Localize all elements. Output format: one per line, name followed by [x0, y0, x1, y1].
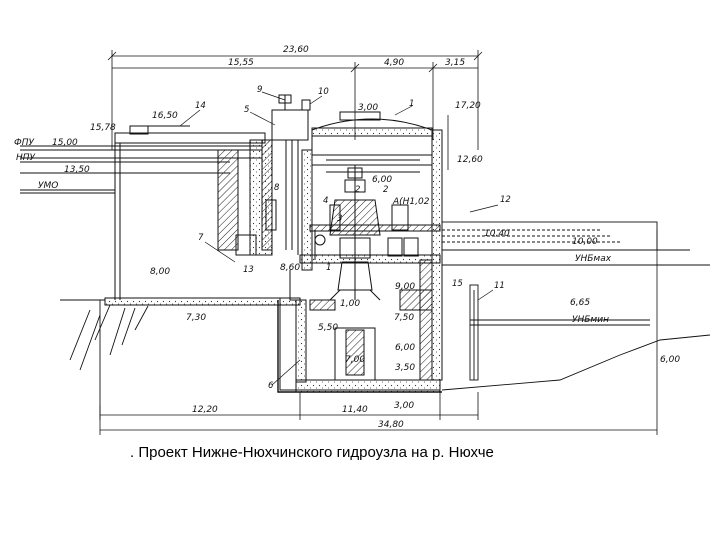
foundation-left — [104, 297, 442, 393]
callout-leaders — [179, 91, 499, 386]
level-13-50: 13,50 — [64, 165, 90, 175]
level-3-50: 3,50 — [395, 363, 415, 373]
callout-2: 2 — [383, 185, 388, 195]
callout-3: 3 — [337, 214, 342, 224]
level-abs-label: А(Н1,02 — [392, 197, 430, 207]
dim-total-width: 23,60 — [283, 45, 309, 55]
level-1-00: 1,00 — [340, 299, 360, 309]
level-8-00: 8,00 — [150, 267, 170, 277]
callout-1-top: 1 — [409, 99, 414, 109]
level-6-00-right: 6,00 — [660, 355, 680, 365]
level-label-npu: НПУ — [16, 153, 36, 163]
level-label-fpu: ФПУ — [14, 138, 35, 148]
level-5-50: 5,50 — [318, 323, 338, 333]
level-17-20: 17,20 — [455, 101, 481, 111]
dim-hall-width: 6,00 — [372, 175, 392, 185]
callout-10: 10 — [318, 87, 329, 97]
level-16-50: 16,50 — [152, 111, 178, 121]
callout-15: 15 — [452, 279, 463, 289]
level-9-00: 9,00 — [395, 282, 415, 292]
callout-2-inner: 2 — [355, 185, 360, 195]
level-7-50: 7,50 — [394, 313, 414, 323]
callout-6: 6 — [268, 381, 274, 391]
dim-bottom-right: 3,00 — [394, 401, 414, 411]
right-dimension — [447, 115, 658, 420]
level-12-60: 12,60 — [457, 155, 483, 165]
dim-seg-left: 15,55 — [228, 58, 254, 68]
callout-numbers: 1 2 3 4 5 6 7 8 9 10 11 12 13 14 15 1 2 — [195, 85, 511, 391]
level-10-40: 10,40 — [484, 229, 510, 239]
callout-8: 8 — [274, 183, 280, 193]
callout-11: 11 — [494, 281, 505, 291]
level-6-65: 6,65 — [570, 298, 590, 308]
callout-4: 4 — [323, 196, 328, 206]
dim-bottom-mid: 11,40 — [342, 405, 368, 415]
level-10-00: 10,00 — [572, 237, 598, 247]
level-label-unb-max: УНБмах — [575, 254, 612, 264]
dim-crane-span: 3,00 — [358, 103, 378, 113]
callout-14: 14 — [195, 101, 206, 111]
intake-structure — [114, 94, 311, 300]
figure-caption: . Проект Нижне-Нюхчинского гидроузла на … — [130, 444, 494, 461]
callout-13: 13 — [243, 265, 254, 275]
dim-seg-right: 3,15 — [445, 58, 465, 68]
callout-12: 12 — [500, 195, 511, 205]
callout-1: 1 — [326, 263, 331, 273]
level-7-00: 7,00 — [345, 355, 365, 365]
level-label-umo: УМО — [38, 181, 58, 191]
bedrock-hatch — [60, 299, 149, 420]
top-dimension-group — [107, 50, 483, 150]
dim-seg-mid: 4,90 — [384, 58, 404, 68]
callout-5-top: 5 — [244, 105, 249, 115]
hydro-generator-unit — [314, 165, 381, 300]
callout-9: 9 — [257, 85, 262, 95]
level-7-30: 7,30 — [186, 313, 206, 323]
bottom-dimension-group — [99, 392, 658, 435]
draft-tube-substructure — [289, 259, 441, 393]
callout-7: 7 — [198, 233, 204, 243]
level-15-78: 15,78 — [90, 123, 116, 133]
level-15-00: 15,00 — [52, 138, 78, 148]
level-6-00-inner: 6,00 — [395, 343, 415, 353]
level-label-unb-min: УНБмин — [572, 315, 609, 325]
level-8-60: 8,60 — [280, 263, 300, 273]
dim-bottom-total: 34,80 — [378, 420, 404, 430]
dim-bottom-left: 12,20 — [192, 405, 218, 415]
